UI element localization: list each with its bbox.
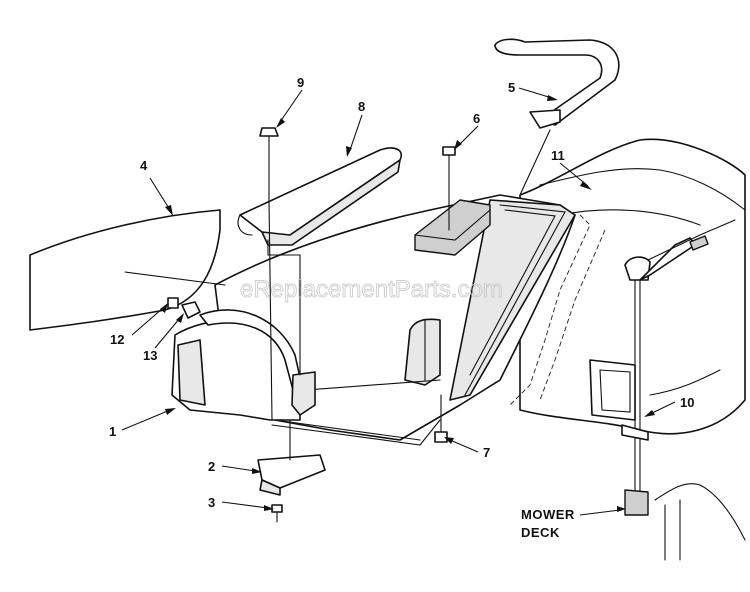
part-8-handle xyxy=(237,147,402,246)
assembly-guide-lines xyxy=(267,239,441,461)
callout-8: 8 xyxy=(358,99,365,114)
callout-13: 13 xyxy=(143,348,157,363)
callout-5: 5 xyxy=(508,80,515,95)
callout-6: 6 xyxy=(473,111,480,126)
callout-10: 10 xyxy=(680,395,694,410)
callout-4: 4 xyxy=(140,158,148,173)
part-2-bracket xyxy=(257,454,326,496)
watermark: eReplacementParts.com xyxy=(240,276,503,303)
part-11-mower-body xyxy=(509,138,746,435)
callout-11: 11 xyxy=(551,148,565,163)
part-10-rod xyxy=(589,219,746,561)
callout-12: 12 xyxy=(110,332,124,347)
part-6-screw xyxy=(442,146,456,231)
part-13-clip xyxy=(181,301,201,319)
callout-1: 1 xyxy=(109,424,116,439)
part-1-deflector xyxy=(171,309,316,421)
part-3-screw xyxy=(271,504,283,523)
part-5-bracket xyxy=(494,38,620,196)
part-9-bolt xyxy=(259,127,279,421)
mower-deck-label-line2: DECK xyxy=(521,525,560,540)
callout-leaders xyxy=(121,87,676,516)
callout-9: 9 xyxy=(297,75,304,90)
callout-7: 7 xyxy=(483,445,490,460)
mower-deck-label-line1: MOWER xyxy=(521,507,575,522)
part-7-nut xyxy=(434,394,448,443)
part-12-bolt xyxy=(167,297,179,309)
callout-3: 3 xyxy=(208,495,215,510)
callout-2: 2 xyxy=(208,459,215,474)
